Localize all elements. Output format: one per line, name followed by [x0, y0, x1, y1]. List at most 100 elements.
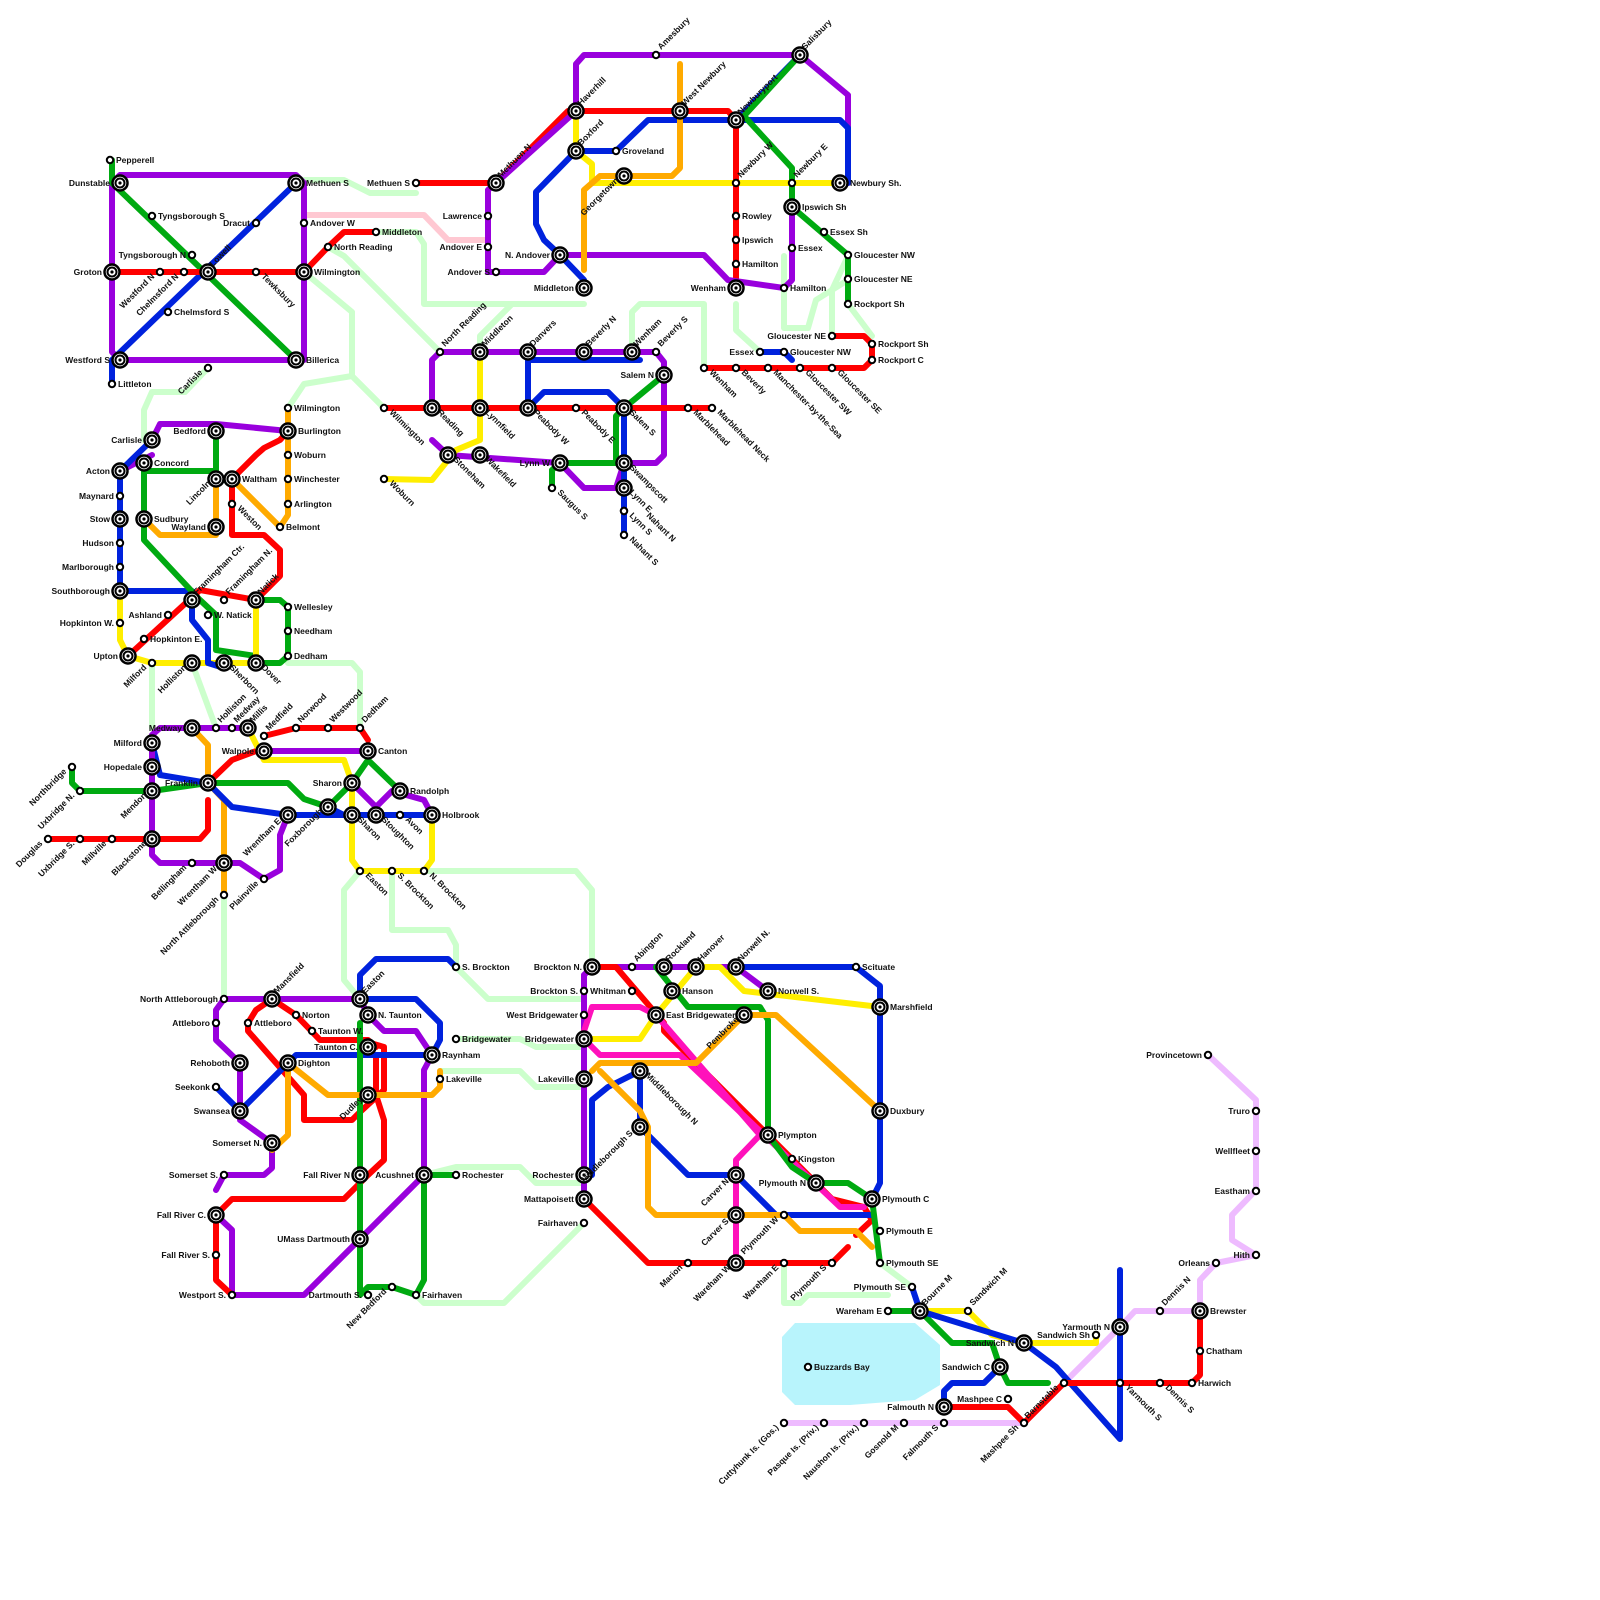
station-avon[interactable] — [397, 812, 403, 818]
station-beverly[interactable] — [733, 365, 739, 371]
station-seekonk[interactable] — [213, 1084, 219, 1090]
station-mashpee-sh[interactable] — [1021, 1420, 1027, 1426]
station-norton[interactable] — [293, 1012, 299, 1018]
station-acushnet[interactable] — [417, 1168, 432, 1183]
station-amesbury[interactable] — [653, 52, 659, 58]
station-chelmsford-s[interactable] — [165, 309, 171, 315]
station-north-reading[interactable] — [437, 349, 443, 355]
station-westford-s[interactable] — [113, 353, 128, 368]
station-salem-n[interactable] — [657, 368, 672, 383]
station-buzzards-bay[interactable] — [805, 1364, 811, 1370]
station-dunstable[interactable] — [113, 176, 128, 191]
station-taunton-c[interactable] — [361, 1040, 376, 1055]
station-lakeville[interactable] — [577, 1072, 592, 1087]
station-gloucester-ne[interactable] — [845, 276, 851, 282]
station-nahant-n[interactable] — [621, 508, 627, 514]
station-gloucester-nw[interactable] — [781, 349, 787, 355]
station-carlisle[interactable] — [145, 433, 160, 448]
station-provincetown[interactable] — [1205, 1052, 1211, 1058]
station-duxbury[interactable] — [873, 1104, 888, 1119]
station-groveland[interactable] — [613, 148, 619, 154]
station-north-attleborough[interactable] — [221, 996, 227, 1002]
station-pepperell[interactable] — [107, 157, 113, 163]
station-gloucester-se[interactable] — [829, 365, 835, 371]
station-medway[interactable] — [229, 725, 235, 731]
station-wellesley[interactable] — [285, 604, 291, 610]
station-waltham[interactable] — [225, 472, 240, 487]
station-middleton[interactable] — [577, 281, 592, 296]
station-bedford[interactable] — [209, 424, 224, 439]
station-falmouth-n[interactable] — [937, 1400, 952, 1415]
station-andover-s[interactable] — [493, 269, 499, 275]
station-westport-s[interactable] — [229, 1292, 235, 1298]
station-wilmington[interactable] — [381, 405, 387, 411]
station-swansea[interactable] — [233, 1104, 248, 1119]
station-pasque-is-priv[interactable] — [821, 1420, 827, 1426]
station-eastham[interactable] — [1253, 1188, 1259, 1194]
station-norwood[interactable] — [293, 725, 299, 731]
station-s-brockton[interactable] — [453, 964, 459, 970]
station-maynard[interactable] — [117, 493, 123, 499]
station-sandwich-n[interactable] — [1017, 1336, 1032, 1351]
station-burlington[interactable] — [281, 424, 296, 439]
station-gloucester-ne[interactable] — [829, 333, 835, 339]
station-medway[interactable] — [185, 721, 200, 736]
station-littleton[interactable] — [109, 381, 115, 387]
station-holbrook[interactable] — [425, 808, 440, 823]
station-plainville[interactable] — [261, 876, 267, 882]
station-billerica[interactable] — [289, 353, 304, 368]
station-mashpee-c[interactable] — [1005, 1396, 1011, 1402]
station-stow[interactable] — [113, 512, 128, 527]
station-woburn[interactable] — [381, 476, 387, 482]
station-plymouth-se[interactable] — [877, 1260, 883, 1266]
station-tyngsborough-s[interactable] — [149, 213, 155, 219]
station-carlisle[interactable] — [205, 365, 211, 371]
station-orleans[interactable] — [1213, 1260, 1219, 1266]
station-uxbridge-s[interactable] — [77, 836, 83, 842]
station-attleboro[interactable] — [245, 1020, 251, 1026]
station-needham[interactable] — [285, 628, 291, 634]
station-wilmington[interactable] — [285, 405, 291, 411]
station-rehoboth[interactable] — [233, 1056, 248, 1071]
station-marlborough[interactable] — [117, 564, 123, 570]
station-abington[interactable] — [629, 964, 635, 970]
station-east-bridgewater[interactable] — [649, 1008, 664, 1023]
station-umass-dartmouth[interactable] — [353, 1232, 368, 1247]
station-chatham[interactable] — [1197, 1348, 1203, 1354]
station-falmouth-s[interactable] — [941, 1420, 947, 1426]
station-sandwich-m[interactable] — [965, 1308, 971, 1314]
station-n-brockton[interactable] — [421, 868, 427, 874]
station-tewksbury[interactable] — [253, 269, 259, 275]
station-attleboro[interactable] — [213, 1020, 219, 1026]
station-rochester[interactable] — [453, 1172, 459, 1178]
station-plymouth-e[interactable] — [877, 1228, 883, 1234]
station-sandwich-sh[interactable] — [1093, 1332, 1099, 1338]
station-canton[interactable] — [361, 744, 376, 759]
station-ashland[interactable] — [165, 612, 171, 618]
station-holliston[interactable] — [213, 725, 219, 731]
station-brockton-s[interactable] — [581, 988, 587, 994]
station-essex[interactable] — [789, 245, 795, 251]
station-franklin[interactable] — [201, 776, 216, 791]
station-marblehead-neck[interactable] — [709, 405, 715, 411]
station-marshfield[interactable] — [873, 1000, 888, 1015]
station-ipswich-sh[interactable] — [785, 200, 800, 215]
station-new-bedford[interactable] — [389, 1284, 395, 1290]
station-newbury-w[interactable] — [733, 180, 739, 186]
station-medfield[interactable] — [261, 733, 267, 739]
station-northbridge[interactable] — [69, 764, 75, 770]
station-ipswich[interactable] — [733, 237, 739, 243]
station-methuen-s[interactable] — [413, 180, 419, 186]
station-millville[interactable] — [109, 836, 115, 842]
station-southborough[interactable] — [113, 584, 128, 599]
station-bridgewater[interactable] — [453, 1036, 459, 1042]
station-wenham[interactable] — [729, 281, 744, 296]
station-hamilton[interactable] — [733, 261, 739, 267]
station-woburn[interactable] — [285, 452, 291, 458]
station-rockport-sh[interactable] — [869, 341, 875, 347]
station-rockport-c[interactable] — [869, 357, 875, 363]
station-gosnold-m[interactable] — [901, 1420, 907, 1426]
station-sandwich-c[interactable] — [993, 1360, 1008, 1375]
station-wayland[interactable] — [209, 520, 224, 535]
station-wellfleet[interactable] — [1253, 1148, 1259, 1154]
